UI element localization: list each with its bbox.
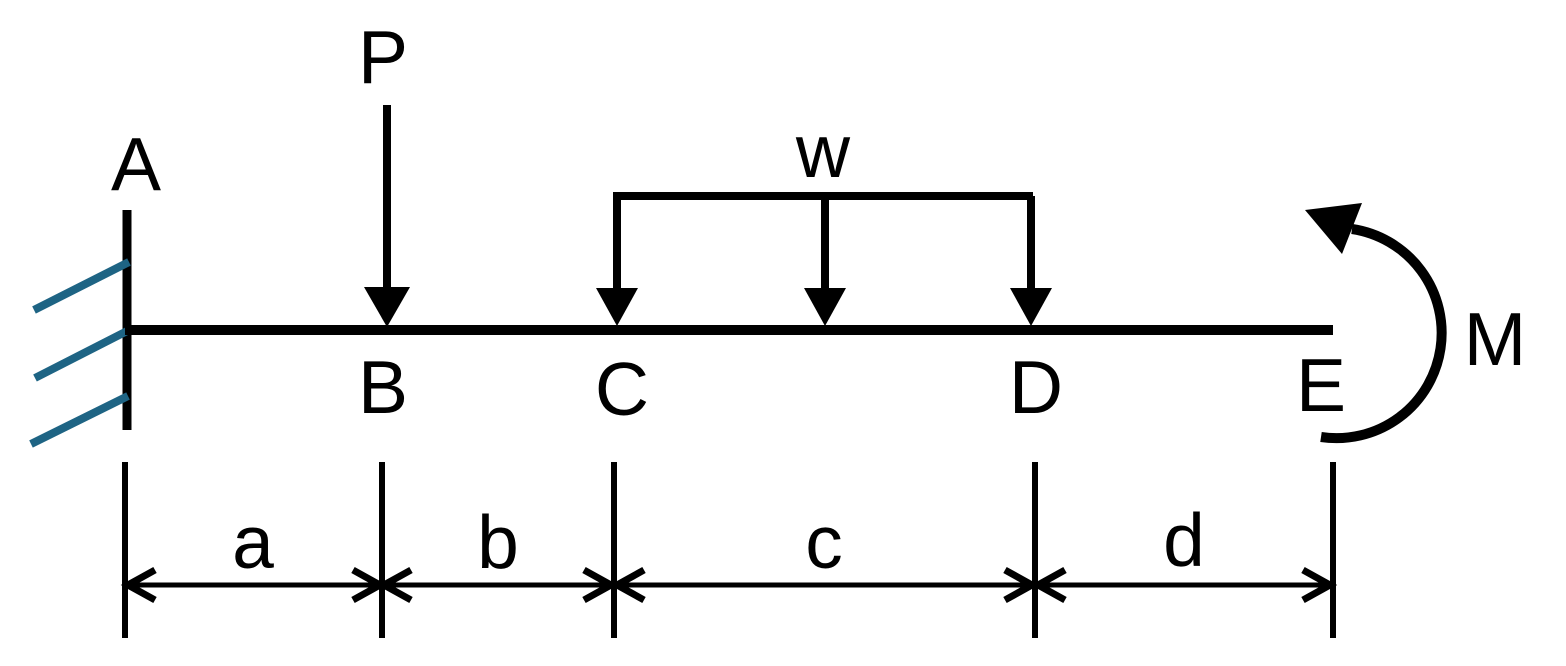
moment-load: M [1305, 203, 1526, 444]
dim-label-a: a [232, 500, 274, 584]
point-load-arrowhead [364, 287, 410, 327]
moment-arrowhead [1305, 203, 1362, 254]
node-label-c: C [595, 347, 649, 431]
distributed-load-label: w [795, 109, 851, 193]
distributed-load: w [596, 109, 1052, 326]
distributed-load-arrowhead [1010, 288, 1052, 326]
support-hatch-line [33, 326, 131, 382]
dim-label-b: b [477, 500, 519, 584]
dimension-lines [120, 566, 1338, 604]
dim-label-d: d [1163, 498, 1205, 582]
dim-label-c: c [805, 500, 843, 584]
dimension-arrowhead-left [120, 566, 157, 604]
dimension-extension-lines [122, 462, 1336, 638]
distributed-load-arrowhead [596, 288, 638, 326]
node-label-e: E [1296, 343, 1346, 427]
node-labels: A B C D E [111, 122, 1346, 431]
moment-label: M [1464, 297, 1526, 381]
point-load: P [358, 15, 410, 327]
node-label-d: D [1009, 345, 1063, 429]
distributed-load-arrowhead [804, 288, 846, 326]
support-hatch-line [32, 258, 131, 314]
fixed-support [29, 210, 132, 448]
dimension-labels: a b c d [232, 498, 1205, 584]
dimension-arrowhead-left [609, 566, 646, 604]
moment-arc [1320, 224, 1447, 444]
point-load-label: P [358, 15, 408, 99]
node-label-a: A [111, 122, 161, 206]
dimension-arrowhead-left [1030, 566, 1067, 604]
node-label-b: B [358, 345, 408, 429]
dimension-arrowhead-left [376, 566, 413, 604]
dimension-arrowhead-right [1301, 566, 1338, 604]
support-hatch-line [29, 392, 130, 448]
